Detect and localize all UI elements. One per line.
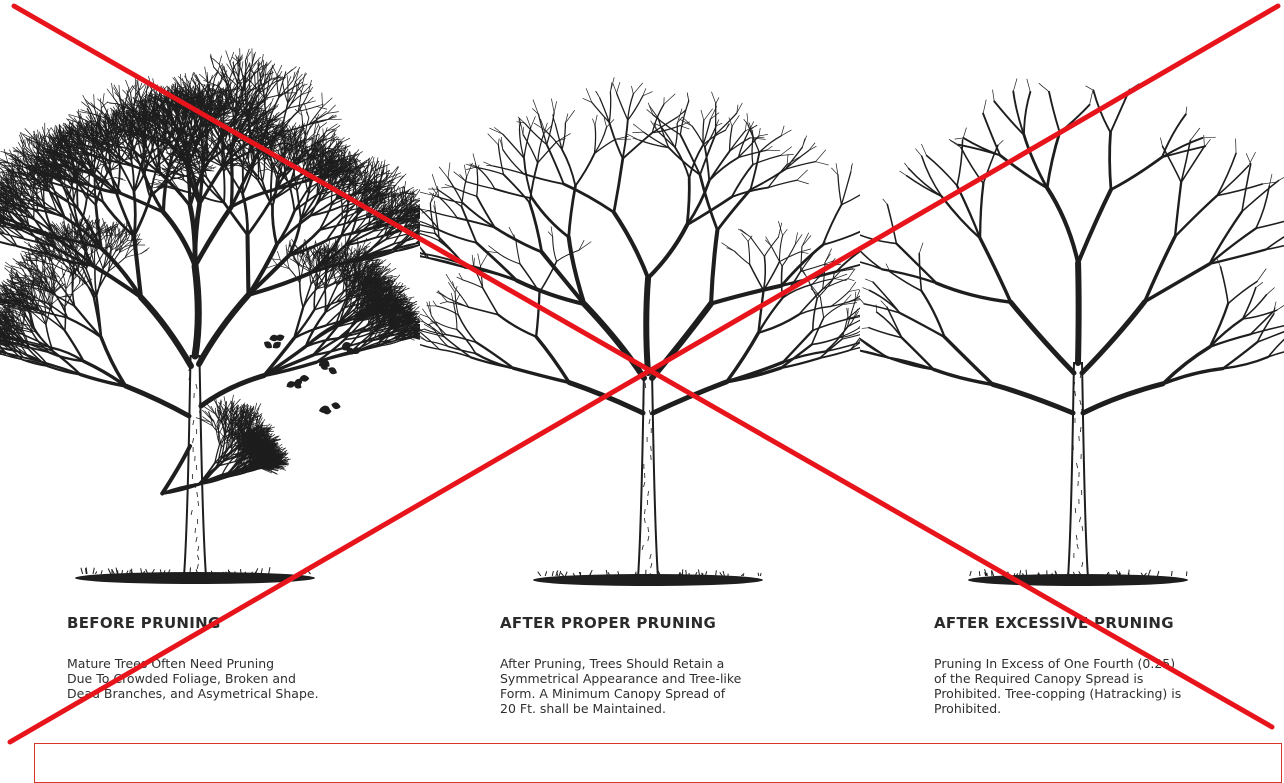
caption-line: Prohibited. Tree-copping (Hatracking) is xyxy=(934,686,1244,701)
tree-illustration-proper xyxy=(420,0,860,600)
panel-after-excessive-pruning: AFTER EXCESSIVE PRUNING Pruning In Exces… xyxy=(860,0,1284,774)
caption-title-excessive: AFTER EXCESSIVE PRUNING xyxy=(934,614,1174,632)
tree-illustration-overgrown xyxy=(0,0,420,600)
caption-line: of the Required Canopy Spread is xyxy=(934,671,1244,686)
caption-body-excessive: Pruning In Excess of One Fourth (0.25) o… xyxy=(934,656,1244,716)
caption-line: Symmetrical Appearance and Tree-like xyxy=(500,671,810,686)
caption-body-before: Mature Trees Often Need Pruning Due To C… xyxy=(67,656,377,701)
tree-branches xyxy=(0,48,420,576)
tree-branches xyxy=(420,77,860,578)
caption-body-proper: After Pruning, Trees Should Retain a Sym… xyxy=(500,656,810,716)
caption-line: Pruning In Excess of One Fourth (0.25) xyxy=(934,656,1244,671)
caption-title-proper: AFTER PROPER PRUNING xyxy=(500,614,716,632)
red-outline-box xyxy=(34,743,1282,783)
caption-line: Dead Branches, and Asymetrical Shape. xyxy=(67,686,377,701)
tree-illustration-excessive xyxy=(860,0,1284,600)
caption-line: Due To Crowded Foliage, Broken and xyxy=(67,671,377,686)
panel-after-proper-pruning: AFTER PROPER PRUNING After Pruning, Tree… xyxy=(420,0,860,774)
caption-line: Mature Trees Often Need Pruning xyxy=(67,656,377,671)
caption-line: 20 Ft. shall be Maintained. xyxy=(500,701,810,716)
tree-branches xyxy=(860,78,1284,578)
panel-before-pruning: BEFORE PRUNING Mature Trees Often Need P… xyxy=(0,0,420,774)
caption-line: Prohibited. xyxy=(934,701,1244,716)
caption-line: After Pruning, Trees Should Retain a xyxy=(500,656,810,671)
caption-title-before: BEFORE PRUNING xyxy=(67,614,221,632)
caption-line: Form. A Minimum Canopy Spread of xyxy=(500,686,810,701)
